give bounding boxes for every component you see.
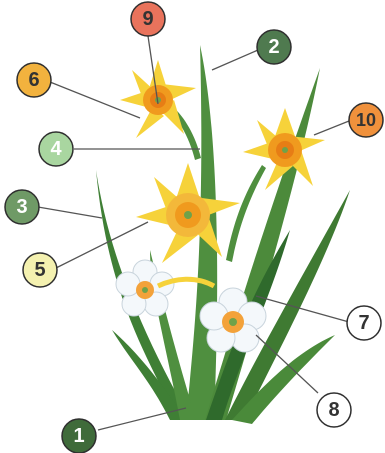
leader-2 [212, 50, 258, 70]
callout-3-label: 3 [16, 196, 27, 218]
callout-6-label: 6 [28, 69, 39, 91]
callout-10: 10 [349, 103, 383, 137]
white-daffodil-left [116, 260, 174, 316]
callout-5: 5 [23, 253, 57, 287]
callout-1-label: 1 [73, 425, 84, 447]
callout-1: 1 [62, 419, 96, 453]
callout-4: 4 [39, 132, 73, 166]
callout-8: 8 [317, 393, 351, 427]
callout-5-label: 5 [34, 259, 45, 281]
callout-9-label: 9 [142, 8, 153, 30]
callout-6: 6 [17, 63, 51, 97]
leader-10 [314, 121, 349, 135]
callout-4-label: 4 [50, 138, 62, 160]
callout-2: 2 [257, 30, 291, 64]
callout-7-label: 7 [358, 312, 369, 334]
callout-9: 9 [131, 2, 165, 36]
callout-7: 7 [347, 306, 381, 340]
leader-5 [56, 222, 148, 268]
daffodil-center [136, 163, 240, 263]
callout-10-label: 10 [356, 110, 376, 130]
leader-3 [38, 207, 102, 218]
callout-2-label: 2 [268, 36, 279, 58]
callout-3: 3 [5, 190, 39, 224]
callout-8-label: 8 [328, 399, 339, 421]
